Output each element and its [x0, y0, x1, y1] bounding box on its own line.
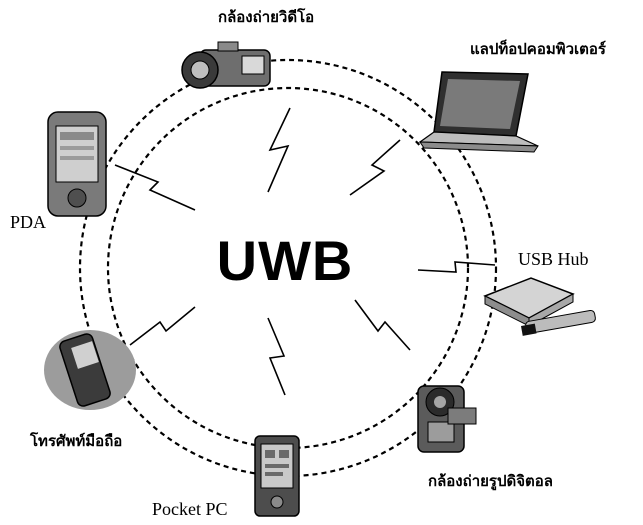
video-camera-icon: [181, 41, 271, 89]
bolt-laptop: [349, 139, 401, 196]
usb-hub-icon: [483, 277, 596, 336]
pocket-pc-icon: [254, 435, 300, 517]
digital-camera-label: กล้องถ่ายรูปดิจิตอล: [428, 472, 553, 490]
bolt-mobile-phone: [129, 306, 196, 346]
mobile-phone-icon: [44, 330, 136, 410]
bolt-usb-hub: [417, 261, 496, 273]
bolt-pocket-pc: [267, 317, 286, 396]
digital-camera-icon: [417, 385, 477, 453]
mobile-phone-label: โทรศัพท์มือถือ: [30, 432, 123, 450]
bolt-pda: [114, 164, 196, 211]
bolt-digital-camera: [354, 299, 411, 351]
usb-hub-label: USB Hub: [518, 249, 589, 269]
bolt-video-camera: [267, 107, 291, 193]
video-camera-label: กล้องถ่ายวิดีโอ: [218, 8, 315, 26]
laptop-icon: [418, 71, 539, 153]
pda-label: PDA: [10, 212, 47, 232]
pocket-pc-label: Pocket PC: [152, 499, 228, 519]
pda-icon: [47, 111, 107, 217]
uwb-title: UWB: [216, 229, 354, 292]
laptop-label: แลปท็อปคอมพิวเตอร์: [470, 40, 606, 58]
